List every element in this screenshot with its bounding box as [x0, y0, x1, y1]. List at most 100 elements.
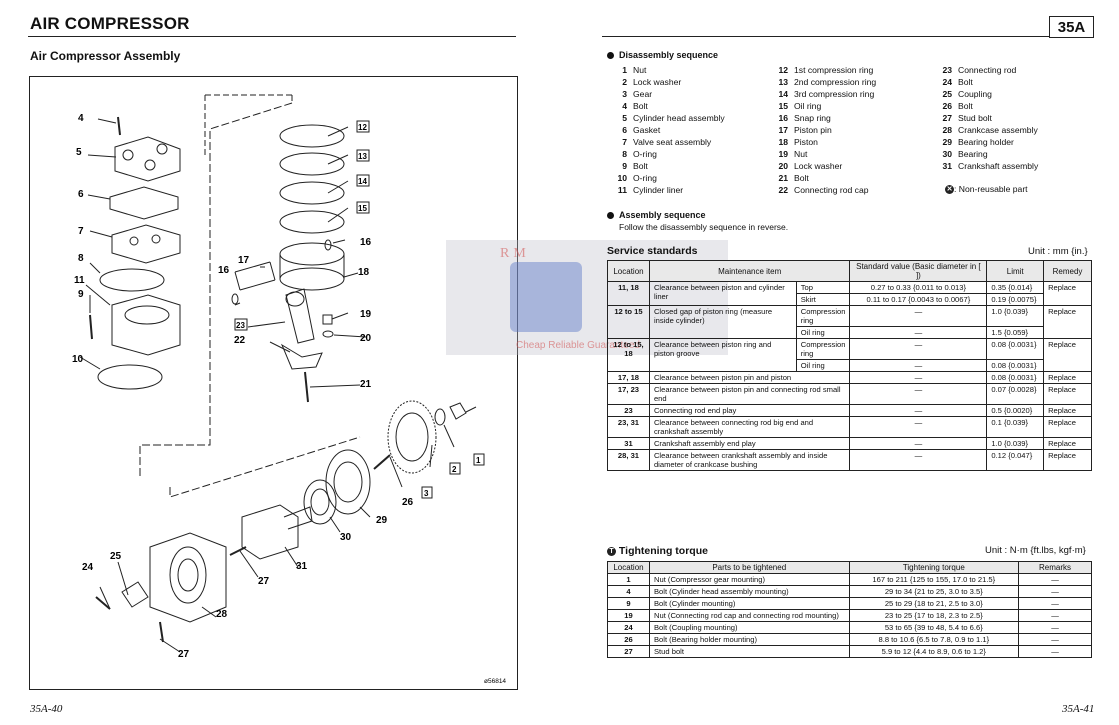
label-19: 19: [360, 309, 372, 320]
cell-item: Clearance between piston pin and piston: [648, 371, 851, 384]
sequence-label: Nut: [633, 65, 647, 75]
cell-standard: —: [849, 359, 988, 372]
sequence-label: Bolt: [633, 161, 648, 171]
service-unit: Unit : mm {in.}: [1028, 246, 1088, 257]
cell-parts: Bolt (Bearing holder mounting): [648, 633, 850, 646]
sequence-number: 28: [942, 125, 952, 135]
cell-limit: 0.35 {0.014}: [986, 281, 1045, 294]
cell-standard: —: [849, 404, 988, 417]
cell-parts: Bolt (Cylinder mounting): [648, 597, 850, 610]
sequence-number: 15: [778, 101, 788, 111]
nonreusable-legend: ✕: Non-reusable part: [945, 184, 1028, 195]
sequence-number: 26: [942, 101, 952, 111]
cell-limit: 0.07 {0.0028}: [986, 383, 1045, 405]
service-col-limit: Limit: [986, 260, 1045, 282]
cell-location: 31: [607, 437, 650, 450]
cell-remarks: —: [1018, 585, 1092, 598]
sequence-label: O-ring: [633, 173, 657, 183]
cell-location: 24: [607, 621, 650, 634]
service-col-remedy: Remedy: [1043, 260, 1092, 282]
sequence-label: Bolt: [794, 173, 809, 183]
disassembly-heading: Disassembly sequence: [607, 50, 718, 60]
sequence-label: Stud bolt: [958, 113, 992, 123]
sequence-label: Cylinder head assembly: [633, 113, 725, 123]
cell-limit: 0.19 {0.0075}: [986, 293, 1045, 306]
sequence-number: 19: [778, 149, 788, 159]
label-30: 30: [340, 532, 352, 543]
sequence-label: Connecting rod: [958, 65, 1017, 75]
sequence-label: Gasket: [633, 125, 661, 135]
page-number-left: 35A-40: [30, 703, 63, 715]
callout-14: 14: [358, 177, 367, 186]
cell-limit: 1.0 {0.039}: [986, 305, 1045, 327]
sequence-label: Lock washer: [633, 77, 682, 87]
label-4: 4: [78, 113, 84, 124]
cell-location: 23: [607, 404, 650, 417]
sequence-number: 5: [622, 113, 627, 123]
sequence-item: 28 Crankcase assembly: [930, 124, 1090, 136]
exploded-diagram: 12 13 14 15 23 1 2 3 4 5 6 7 8 11 9 10 1…: [29, 76, 518, 690]
cell-standard: —: [849, 371, 988, 384]
label-27b: 27: [178, 649, 190, 660]
cell-item: Clearance between piston and cylinder li…: [648, 281, 797, 306]
label-16b: 16: [360, 237, 372, 248]
label-5: 5: [76, 147, 82, 158]
cell-location: 4: [607, 585, 650, 598]
cell-location: 17, 18: [607, 371, 650, 384]
sequence-number: 27: [942, 113, 952, 123]
cell-limit: 0.08 {0.0031}: [986, 359, 1045, 372]
sequence-number: 23: [942, 65, 952, 75]
sequence-number: 13: [778, 77, 788, 87]
cell-remedy: Replace: [1043, 305, 1092, 339]
sequence-number: 12: [778, 65, 788, 75]
sequence-label: Piston: [794, 137, 818, 147]
sequence-label: Bolt: [958, 77, 973, 87]
label-27a: 27: [258, 576, 270, 587]
torque-icon: T: [607, 546, 616, 556]
sequence-number: 29: [942, 137, 952, 147]
callout-15: 15: [358, 204, 367, 213]
page-title: AIR COMPRESSOR: [30, 14, 190, 33]
exploded-diagram-svg: 12 13 14 15 23 1 2 3 4 5 6 7 8 11 9 10 1…: [72, 94, 506, 685]
cell-location: 17, 23: [607, 383, 650, 405]
cell-item: Clearance between connecting rod big end…: [648, 416, 851, 438]
cell-parts: Nut (Connecting rod cap and connecting r…: [648, 609, 850, 622]
assembly-text: Follow the disassembly sequence in rever…: [619, 222, 789, 232]
cell-location: 26: [607, 633, 650, 646]
label-16a: 16: [218, 265, 230, 276]
torque-col-torque: Tightening torque: [848, 561, 1020, 574]
sequence-label: Crankcase assembly: [958, 125, 1038, 135]
cell-standard: 0.27 to 0.33 {0.011 to 0.013}: [849, 281, 988, 294]
assembly-heading: Assembly sequence: [607, 210, 706, 220]
cell-torque: 53 to 65 {39 to 48, 5.4 to 6.6}: [848, 621, 1020, 634]
sequence-number: 9: [622, 161, 627, 171]
sequence-number: 25: [942, 89, 952, 99]
label-9: 9: [78, 289, 84, 300]
cell-torque: 29 to 34 {21 to 25, 3.0 to 3.5}: [848, 585, 1020, 598]
cell-item: Closed gap of piston ring (measure insid…: [648, 305, 797, 339]
cell-remarks: —: [1018, 597, 1092, 610]
sequence-label: Snap ring: [794, 113, 831, 123]
label-10: 10: [72, 354, 84, 365]
sequence-number: 14: [778, 89, 788, 99]
sequence-item: 23 Connecting rod: [930, 64, 1090, 76]
sequence-label: Connecting rod cap: [794, 185, 869, 195]
cell-parts: Bolt (Cylinder head assembly mounting): [648, 585, 850, 598]
section-badge: 35A: [1049, 16, 1094, 38]
